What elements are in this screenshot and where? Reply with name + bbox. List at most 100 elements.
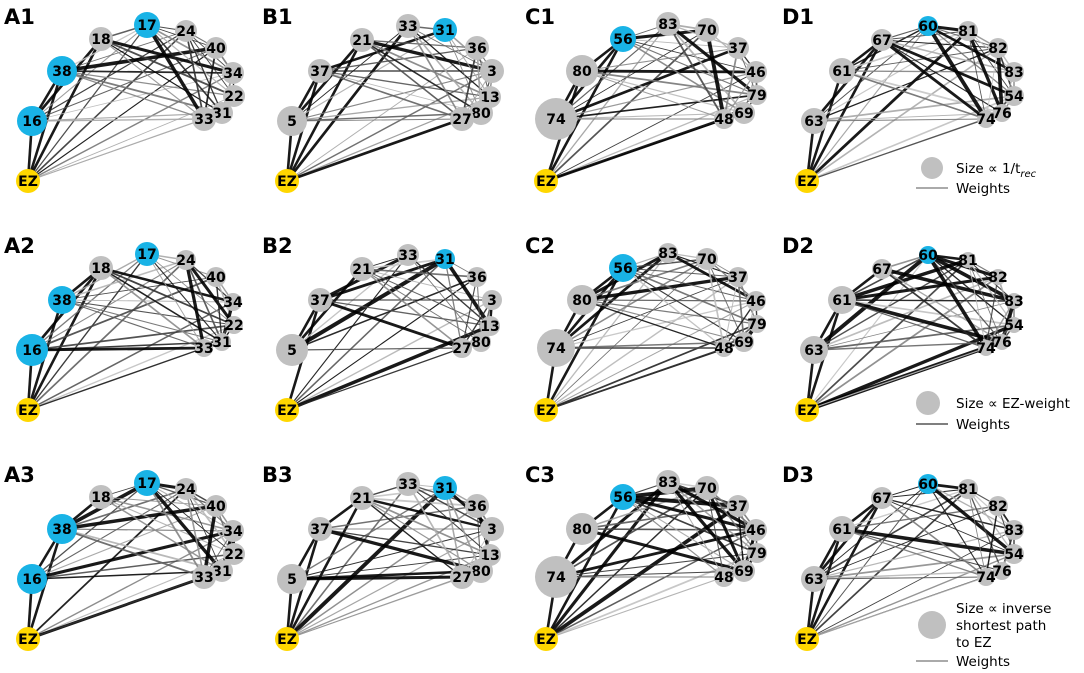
node-label: 74 (976, 341, 996, 357)
node-17: 17 (135, 242, 159, 266)
edge (841, 299, 1015, 302)
node-label: 63 (804, 572, 823, 588)
node-82: 82 (988, 496, 1008, 516)
edge (203, 47, 217, 120)
node-circle (396, 14, 420, 38)
node-label: 18 (91, 490, 110, 506)
node-76: 76 (992, 104, 1012, 122)
edge-layer (285, 483, 493, 641)
node-label: 21 (352, 491, 371, 507)
node-circle (567, 285, 597, 315)
edge (581, 70, 725, 120)
node-circle (135, 242, 159, 266)
node-circle (223, 85, 245, 107)
node-80: 80 (469, 101, 493, 125)
edge (407, 483, 491, 556)
node-circle (396, 472, 420, 496)
edge (841, 527, 1015, 556)
node-circle (469, 101, 493, 125)
node-31: 31 (212, 333, 232, 351)
legend-size-marker (921, 157, 943, 179)
node-label: 74 (976, 112, 996, 128)
edge (291, 276, 478, 351)
node-circle (465, 494, 489, 518)
node-label: 61 (832, 522, 851, 538)
node-circle (224, 293, 242, 311)
node-74: 74 (535, 556, 577, 598)
node-label: 79 (747, 317, 766, 333)
edge-layer (544, 480, 758, 641)
edge (926, 24, 988, 121)
edge-layer (544, 22, 758, 183)
node-label: 67 (872, 262, 891, 278)
node-81: 81 (958, 252, 978, 269)
edge (319, 28, 446, 73)
node-label: 48 (714, 341, 733, 357)
edge (813, 488, 969, 580)
node-label: 24 (176, 24, 196, 40)
node-label: 33 (398, 477, 417, 493)
node-3: 3 (482, 290, 502, 310)
node-label: EZ (277, 632, 297, 648)
edge-layer (805, 482, 1016, 640)
node-83: 83 (1004, 293, 1024, 310)
edge (285, 39, 364, 182)
node-21: 21 (350, 257, 374, 281)
node-label: 16 (22, 572, 41, 588)
node-label: 83 (658, 246, 677, 262)
node-label: 80 (572, 522, 592, 538)
edge (966, 30, 1004, 114)
node-82: 82 (988, 269, 1008, 286)
edge (319, 505, 478, 530)
edge (407, 25, 463, 120)
node-label: 16 (22, 343, 41, 359)
edge (461, 47, 478, 120)
node-label: EZ (18, 632, 38, 648)
edge (996, 47, 1004, 114)
edge (185, 259, 223, 343)
node-18: 18 (89, 27, 113, 51)
edge (967, 488, 987, 578)
node-circle (433, 18, 457, 42)
edge (361, 496, 493, 531)
node-label: 67 (872, 33, 891, 49)
node-56: 56 (609, 254, 637, 282)
node-circle (48, 286, 76, 314)
node-60: 60 (918, 474, 938, 494)
node-circle (16, 398, 40, 422)
edge-layer (805, 253, 1016, 412)
node-circle (350, 486, 374, 510)
node-circle (745, 61, 767, 83)
edge (31, 24, 148, 122)
node-label: 46 (746, 523, 765, 539)
node-16: 16 (17, 106, 47, 136)
node-circle (277, 564, 307, 594)
node-circle (871, 29, 893, 51)
node-83: 83 (1004, 520, 1024, 540)
node-circle (994, 334, 1010, 350)
node-label: 80 (572, 64, 592, 80)
edge (291, 118, 463, 122)
edge (285, 486, 447, 641)
edge (967, 30, 1015, 97)
node-74: 74 (976, 340, 996, 357)
edge (555, 570, 745, 578)
edge (476, 276, 482, 343)
node-circle (277, 106, 307, 136)
node-label: 31 (212, 106, 231, 122)
edge (841, 70, 987, 120)
node-circle (276, 334, 308, 366)
edge (61, 299, 235, 326)
node-circle (1006, 317, 1022, 333)
edge (291, 575, 463, 581)
edge (622, 267, 758, 325)
node-24: 24 (176, 250, 196, 270)
node-label: EZ (797, 632, 817, 648)
edge (444, 29, 482, 114)
edge (723, 276, 739, 349)
edge (555, 94, 758, 120)
node-24: 24 (175, 20, 197, 42)
